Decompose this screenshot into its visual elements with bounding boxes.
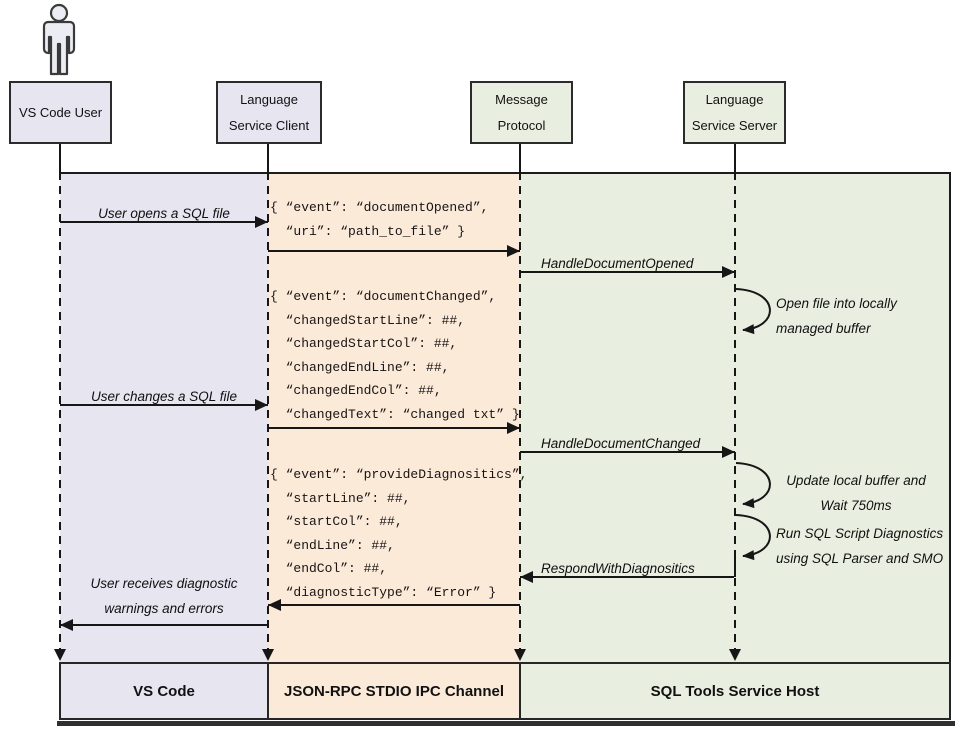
code-line: “startCol”: ##, <box>270 514 403 529</box>
label-handle-document-changed: HandleDocumentChanged <box>541 436 701 451</box>
self-loop-update-buffer <box>735 462 771 509</box>
lifeline-server <box>734 172 736 649</box>
code-line: “changedText”: “changed txt” } <box>270 406 520 422</box>
note-line: Open file into locally <box>776 296 897 311</box>
participant-label: Language <box>705 91 764 107</box>
arrow-doc-opened-message <box>268 245 520 257</box>
code-line: “changedStartCol”: ##, <box>270 336 458 351</box>
self-loop-run-diagnostics <box>735 514 771 561</box>
lifeline-protocol <box>519 172 521 649</box>
note-run-diagnostics: Run SQL Script Diagnostics using SQL Par… <box>776 521 943 571</box>
participant-label: Protocol <box>497 117 546 133</box>
label-respond-with-diagnostics: RespondWithDiagnositics <box>541 561 695 576</box>
lifeline-stub-protocol <box>519 144 521 172</box>
note-line: using SQL Parser and SMO <box>776 551 944 566</box>
note-line: managed buffer <box>776 321 871 336</box>
note-line: Update local buffer and <box>786 473 926 488</box>
code-line: “diagnosticType”: “Error” } <box>270 584 497 600</box>
arrow-handle-document-changed <box>520 446 735 458</box>
lifeline-stub-server <box>734 144 736 172</box>
label-line: User receives diagnostic <box>90 576 238 591</box>
diagram-baseline <box>57 721 955 726</box>
label-receive-diagnostics: User receives diagnostic warnings and er… <box>60 571 268 621</box>
lifeline-stub-user <box>59 144 61 172</box>
user-actor-icon <box>42 3 76 76</box>
payload-document-changed: { “event”: “documentChanged”, “changedSt… <box>270 285 520 426</box>
note-open-buffer: Open file into locally managed buffer <box>776 291 897 341</box>
lifeline-end-arrow <box>54 649 66 661</box>
lifeline-end-arrow <box>262 649 274 661</box>
code-line: “endLine”: ##, <box>270 537 395 553</box>
arrow-change-file <box>60 399 268 411</box>
lifeline-stub-client <box>267 144 269 172</box>
note-update-buffer: Update local buffer and Wait 750ms <box>776 468 936 518</box>
participant-language-service-server: Language Service Server <box>683 81 786 144</box>
arrow-respond-with-diagnostics <box>520 571 734 583</box>
footer-vscode: VS Code <box>59 662 269 720</box>
participant-label: Message <box>495 91 548 107</box>
lifeline-client <box>267 172 269 649</box>
arrow-open-file <box>60 216 268 228</box>
footer-ipc-channel: JSON-RPC STDIO IPC Channel <box>267 662 521 720</box>
label-open-file: User opens a SQL file <box>98 206 230 221</box>
code-line: “endCol”: ##, <box>270 561 388 576</box>
lifeline-user <box>59 172 61 649</box>
code-line: “startLine”: ##, <box>270 490 411 506</box>
arrow-receive-diagnostics <box>60 619 268 631</box>
code-line: “changedStartLine”: ##, <box>270 312 466 328</box>
lifeline-end-arrow <box>729 649 741 661</box>
note-line: Run SQL Script Diagnostics <box>776 526 944 541</box>
code-line: { “event”: “provideDiagnositics”, <box>270 467 528 482</box>
footer-label: JSON-RPC STDIO IPC Channel <box>283 682 505 700</box>
payload-document-opened: { “event”: “documentOpened”, “uri”: “pat… <box>270 196 488 243</box>
participant-message-protocol: Message Protocol <box>470 81 573 144</box>
code-line: { “event”: “documentChanged”, <box>270 289 497 304</box>
payload-provide-diagnostics: { “event”: “provideDiagnositics”, “start… <box>270 463 527 604</box>
respond-arrow-connector <box>734 556 736 577</box>
code-line: “changedEndCol”: ##, <box>270 383 442 398</box>
label-change-file: User changes a SQL file <box>90 389 238 404</box>
code-line: “changedEndLine”: ##, <box>270 359 450 375</box>
participant-language-service-client: Language Service Client <box>216 81 322 144</box>
participant-vscode-user: VS Code User <box>9 81 112 144</box>
participant-label: Service Server <box>691 117 778 133</box>
footer-service-host: SQL Tools Service Host <box>519 662 951 720</box>
footer-label: VS Code <box>133 682 195 700</box>
code-line: “uri”: “path_to_file” } <box>270 223 466 239</box>
lane-ipc-channel <box>268 174 520 664</box>
label-handle-document-opened: HandleDocumentOpened <box>541 256 694 271</box>
label-line: warnings and errors <box>104 601 224 616</box>
note-line: Wait 750ms <box>820 498 892 513</box>
participant-label: VS Code User <box>18 104 103 120</box>
arrow-diagnostics-message <box>268 599 520 611</box>
code-line: { “event”: “documentOpened”, <box>270 200 489 215</box>
arrow-doc-changed-message <box>268 422 520 434</box>
lifeline-end-arrow <box>514 649 526 661</box>
participant-label: Service Client <box>228 117 310 133</box>
self-loop-open-buffer <box>735 288 771 335</box>
footer-label: SQL Tools Service Host <box>650 682 820 700</box>
participant-label: Language <box>240 91 298 107</box>
arrow-handle-document-opened <box>520 266 735 278</box>
lane-vscode <box>60 174 268 664</box>
